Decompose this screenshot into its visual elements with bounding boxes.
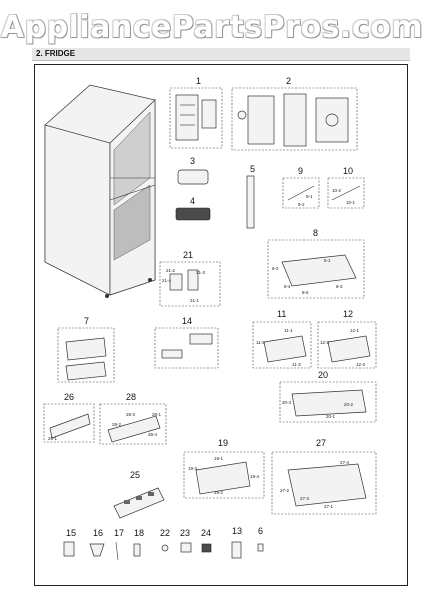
svg-text:28-2: 28-2 xyxy=(112,422,122,427)
part-28[interactable]: 28 28-3 28-1 28-2 28-4 xyxy=(99,392,167,445)
part-12[interactable]: 12 12-1 12-2 12-3 xyxy=(317,309,377,369)
svg-text:19-4: 19-4 xyxy=(250,474,260,479)
watermark-logo: AppliancePartsPros.com xyxy=(0,9,424,45)
part-2[interactable]: 2 xyxy=(231,76,358,151)
part-17[interactable]: 17 xyxy=(114,528,124,561)
callout-27: 27 xyxy=(316,438,326,448)
svg-text:11-3: 11-3 xyxy=(292,362,301,367)
part-8[interactable]: 8 8-1 8-2 8-3 8-4 8-5 xyxy=(267,228,365,299)
svg-text:28-3: 28-3 xyxy=(126,412,136,417)
svg-text:8-4: 8-4 xyxy=(284,284,291,289)
svg-text:11-1: 11-1 xyxy=(284,328,293,333)
svg-text:26-1: 26-1 xyxy=(48,436,58,441)
part-18[interactable]: 18 xyxy=(133,528,144,557)
callout-21: 21 xyxy=(183,250,193,260)
callout-20: 20 xyxy=(318,370,328,380)
svg-text:20-3: 20-3 xyxy=(282,400,292,405)
callout-5: 5 xyxy=(250,164,255,174)
svg-text:12-1: 12-1 xyxy=(350,328,360,333)
part-13[interactable]: 13 xyxy=(231,526,242,559)
callout-17: 17 xyxy=(114,528,124,538)
svg-text:21-1: 21-1 xyxy=(190,298,200,303)
callout-11: 11 xyxy=(277,309,286,319)
callout-3: 3 xyxy=(190,156,195,166)
svg-text:19-1: 19-1 xyxy=(214,456,224,461)
part-5[interactable]: 5 xyxy=(246,164,255,229)
callout-9: 9 xyxy=(298,166,303,176)
part-3[interactable]: 3 xyxy=(177,156,209,185)
callout-18: 18 xyxy=(134,528,144,538)
section-title: 2. FRIDGE xyxy=(36,49,76,58)
svg-text:27-3: 27-3 xyxy=(300,496,310,501)
svg-text:8-1: 8-1 xyxy=(324,258,331,263)
callout-7: 7 xyxy=(84,316,89,326)
part-6[interactable]: 6 xyxy=(257,526,264,552)
svg-text:8-3: 8-3 xyxy=(336,284,343,289)
svg-text:12-2: 12-2 xyxy=(320,340,330,345)
svg-text:20-2: 20-2 xyxy=(344,402,354,407)
svg-text:20-1: 20-1 xyxy=(326,414,336,419)
svg-text:8-2: 8-2 xyxy=(272,266,279,271)
svg-text:27-1: 27-1 xyxy=(324,504,334,509)
callout-13: 13 xyxy=(232,526,242,536)
part-4[interactable]: 4 xyxy=(175,196,211,221)
part-21[interactable]: 21 21-2 21-3 21-4 21-1 xyxy=(159,250,221,307)
section-header: 2. FRIDGE xyxy=(32,48,410,61)
part-10[interactable]: 10 10-2 10-1 xyxy=(327,166,365,209)
part-19[interactable]: 19 19-1 19-3 19-4 19-2 xyxy=(183,438,265,499)
callout-12: 12 xyxy=(343,309,353,319)
callout-16: 16 xyxy=(93,528,103,538)
part-1[interactable]: 1 xyxy=(169,76,223,149)
diagram-frame xyxy=(34,64,408,586)
svg-text:21-2: 21-2 xyxy=(166,268,176,273)
callout-23: 23 xyxy=(180,528,190,538)
svg-text:10-2: 10-2 xyxy=(332,188,342,193)
part-26[interactable]: 26 26-1 xyxy=(43,392,95,443)
callout-26: 26 xyxy=(64,392,74,402)
part-15[interactable]: 15 xyxy=(63,528,76,557)
part-14[interactable]: 14 xyxy=(154,316,219,369)
part-11[interactable]: 11 11-1 11-2 11-3 xyxy=(252,309,312,369)
svg-text:27-4: 27-4 xyxy=(340,460,350,465)
svg-text:8-5: 8-5 xyxy=(302,290,309,295)
callout-8: 8 xyxy=(313,228,318,238)
svg-text:12-3: 12-3 xyxy=(356,362,366,367)
svg-text:19-3: 19-3 xyxy=(188,466,198,471)
svg-text:28-1: 28-1 xyxy=(152,412,162,417)
svg-text:28-4: 28-4 xyxy=(148,432,158,437)
part-27[interactable]: 27 27-4 27-2 27-3 27-1 xyxy=(271,438,377,515)
callout-10: 10 xyxy=(343,166,353,176)
svg-text:9-1: 9-1 xyxy=(306,194,313,199)
part-24[interactable]: 24 xyxy=(201,528,212,553)
part-20[interactable]: 20 20-3 20-2 20-1 xyxy=(279,370,377,423)
part-7[interactable]: 7 xyxy=(57,316,115,383)
callout-6: 6 xyxy=(258,526,263,536)
svg-text:11-2: 11-2 xyxy=(256,340,265,345)
callout-14: 14 xyxy=(182,316,192,326)
callout-2: 2 xyxy=(286,76,291,86)
callout-1: 1 xyxy=(196,76,201,86)
callout-28: 28 xyxy=(126,392,136,402)
part-16[interactable]: 16 xyxy=(89,528,105,557)
part-25[interactable]: 25 xyxy=(113,470,165,519)
svg-text:10-1: 10-1 xyxy=(346,200,356,205)
part-22[interactable]: 22 xyxy=(160,528,170,552)
fridge-cabinet xyxy=(44,84,156,298)
callout-4: 4 xyxy=(190,196,195,206)
svg-text:27-2: 27-2 xyxy=(280,488,290,493)
callout-19: 19 xyxy=(218,438,228,448)
svg-text:19-2: 19-2 xyxy=(214,490,224,495)
part-9[interactable]: 9 9-1 9-2 xyxy=(282,166,320,209)
svg-text:9-2: 9-2 xyxy=(298,202,305,207)
callout-25: 25 xyxy=(130,470,140,480)
callout-22: 22 xyxy=(160,528,170,538)
callout-15: 15 xyxy=(66,528,76,538)
svg-text:21-3: 21-3 xyxy=(196,270,206,275)
svg-text:21-4: 21-4 xyxy=(162,278,172,283)
part-23[interactable]: 23 xyxy=(180,528,192,553)
callout-24: 24 xyxy=(201,528,211,538)
